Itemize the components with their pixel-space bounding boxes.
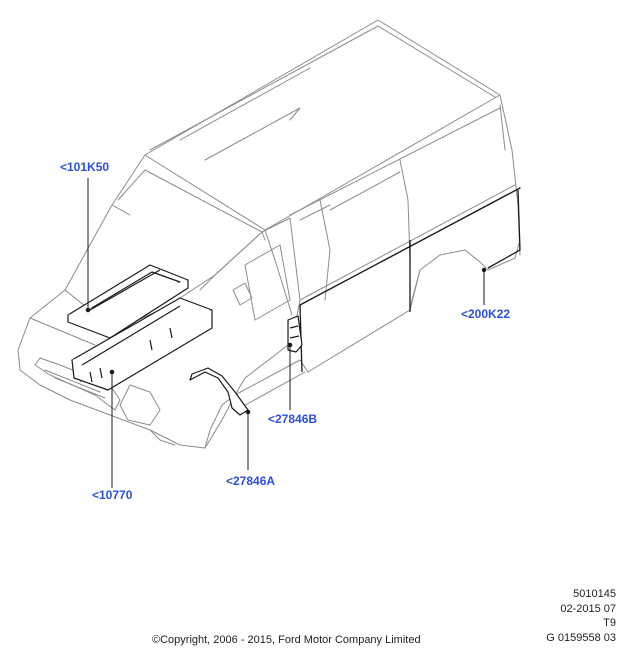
callout-27846b[interactable]: <27846B	[268, 412, 318, 426]
part-10770	[71, 297, 213, 391]
diagram-id: 5010145	[573, 588, 616, 600]
callout-leader-lines	[85, 178, 485, 488]
callout-10770[interactable]: <10770	[92, 488, 133, 502]
copyright-notice: ©Copyright, 2006 - 2015, Ford Motor Comp…	[152, 634, 421, 646]
callout-101k50[interactable]: <101K50	[60, 160, 110, 174]
part-101k50	[67, 264, 189, 339]
callout-27846a[interactable]: <27846A	[226, 474, 276, 488]
diagram-reference: G 0159558 03	[546, 632, 616, 644]
callout-200k22[interactable]: <200K22	[461, 307, 511, 321]
diagram-model: T9	[603, 617, 616, 629]
part-27846a	[189, 367, 249, 416]
body-dark-edges	[299, 189, 521, 373]
diagram-date: 02-2015 07	[560, 603, 616, 615]
